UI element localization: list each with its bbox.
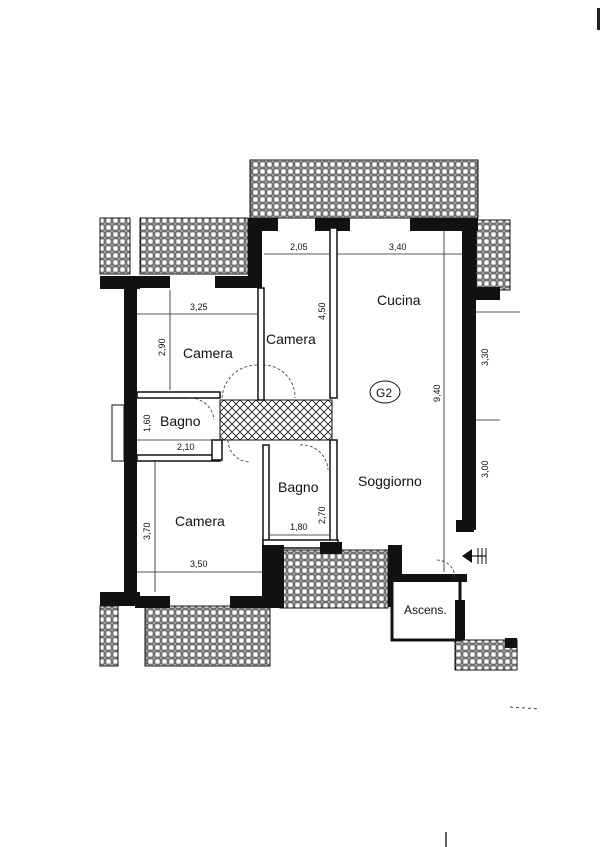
apartment-tag-label: G2 [376, 386, 392, 400]
dim-camera-top-left-width: 3,25 [190, 302, 208, 312]
dim-camera-top-left-height: 2,90 [157, 338, 167, 356]
terrace-top-right [249, 159, 479, 219]
entrance-arrow-icon [462, 548, 487, 564]
dim-bagno-small-height: 1,60 [142, 414, 152, 432]
room-label-bagno-small: Bagno [160, 413, 201, 429]
room-label-camera-bottom: Camera [175, 513, 225, 529]
walls [100, 218, 517, 648]
terrace-right [475, 219, 511, 291]
dim-right-lower: 3,00 [480, 460, 490, 478]
room-label-camera-top-left: Camera [183, 345, 233, 361]
apartment-tag: G2 [369, 380, 401, 404]
dim-right-upper: 3,30 [480, 348, 490, 366]
dim-camera-top-mid-height: 4,50 [317, 302, 327, 320]
terrace-top-left-main [139, 217, 249, 275]
doors [189, 364, 456, 579]
dim-bagno-small-width: 2,10 [177, 442, 195, 452]
terrace-bottom-far-left [99, 605, 119, 667]
dim-camera-bottom-height: 3,70 [142, 522, 152, 540]
dim-bagno-mid-height: 2,70 [317, 506, 327, 524]
dim-camera-bottom-width: 3,50 [190, 559, 208, 569]
dim-cucina-width: 3,40 [389, 242, 407, 252]
room-label-bagno-mid: Bagno [278, 479, 319, 495]
dimension-lines [137, 231, 520, 592]
room-label-soggiorno: Soggiorno [358, 473, 422, 489]
dim-camera-top-mid-width: 2,05 [290, 242, 308, 252]
hallway [219, 399, 333, 441]
terrace-bottom-mid [279, 549, 389, 609]
dim-bagno-mid-width: 1,80 [290, 522, 308, 532]
terrace-bottom-left [144, 605, 271, 667]
terraces [99, 159, 518, 671]
terrace-top-left [99, 217, 131, 275]
room-label-ascens: Ascens. [404, 603, 447, 617]
room-label-camera-top-mid: Camera [266, 331, 316, 347]
room-label-cucina: Cucina [377, 292, 421, 308]
dim-total-height: 9,40 [432, 384, 442, 402]
